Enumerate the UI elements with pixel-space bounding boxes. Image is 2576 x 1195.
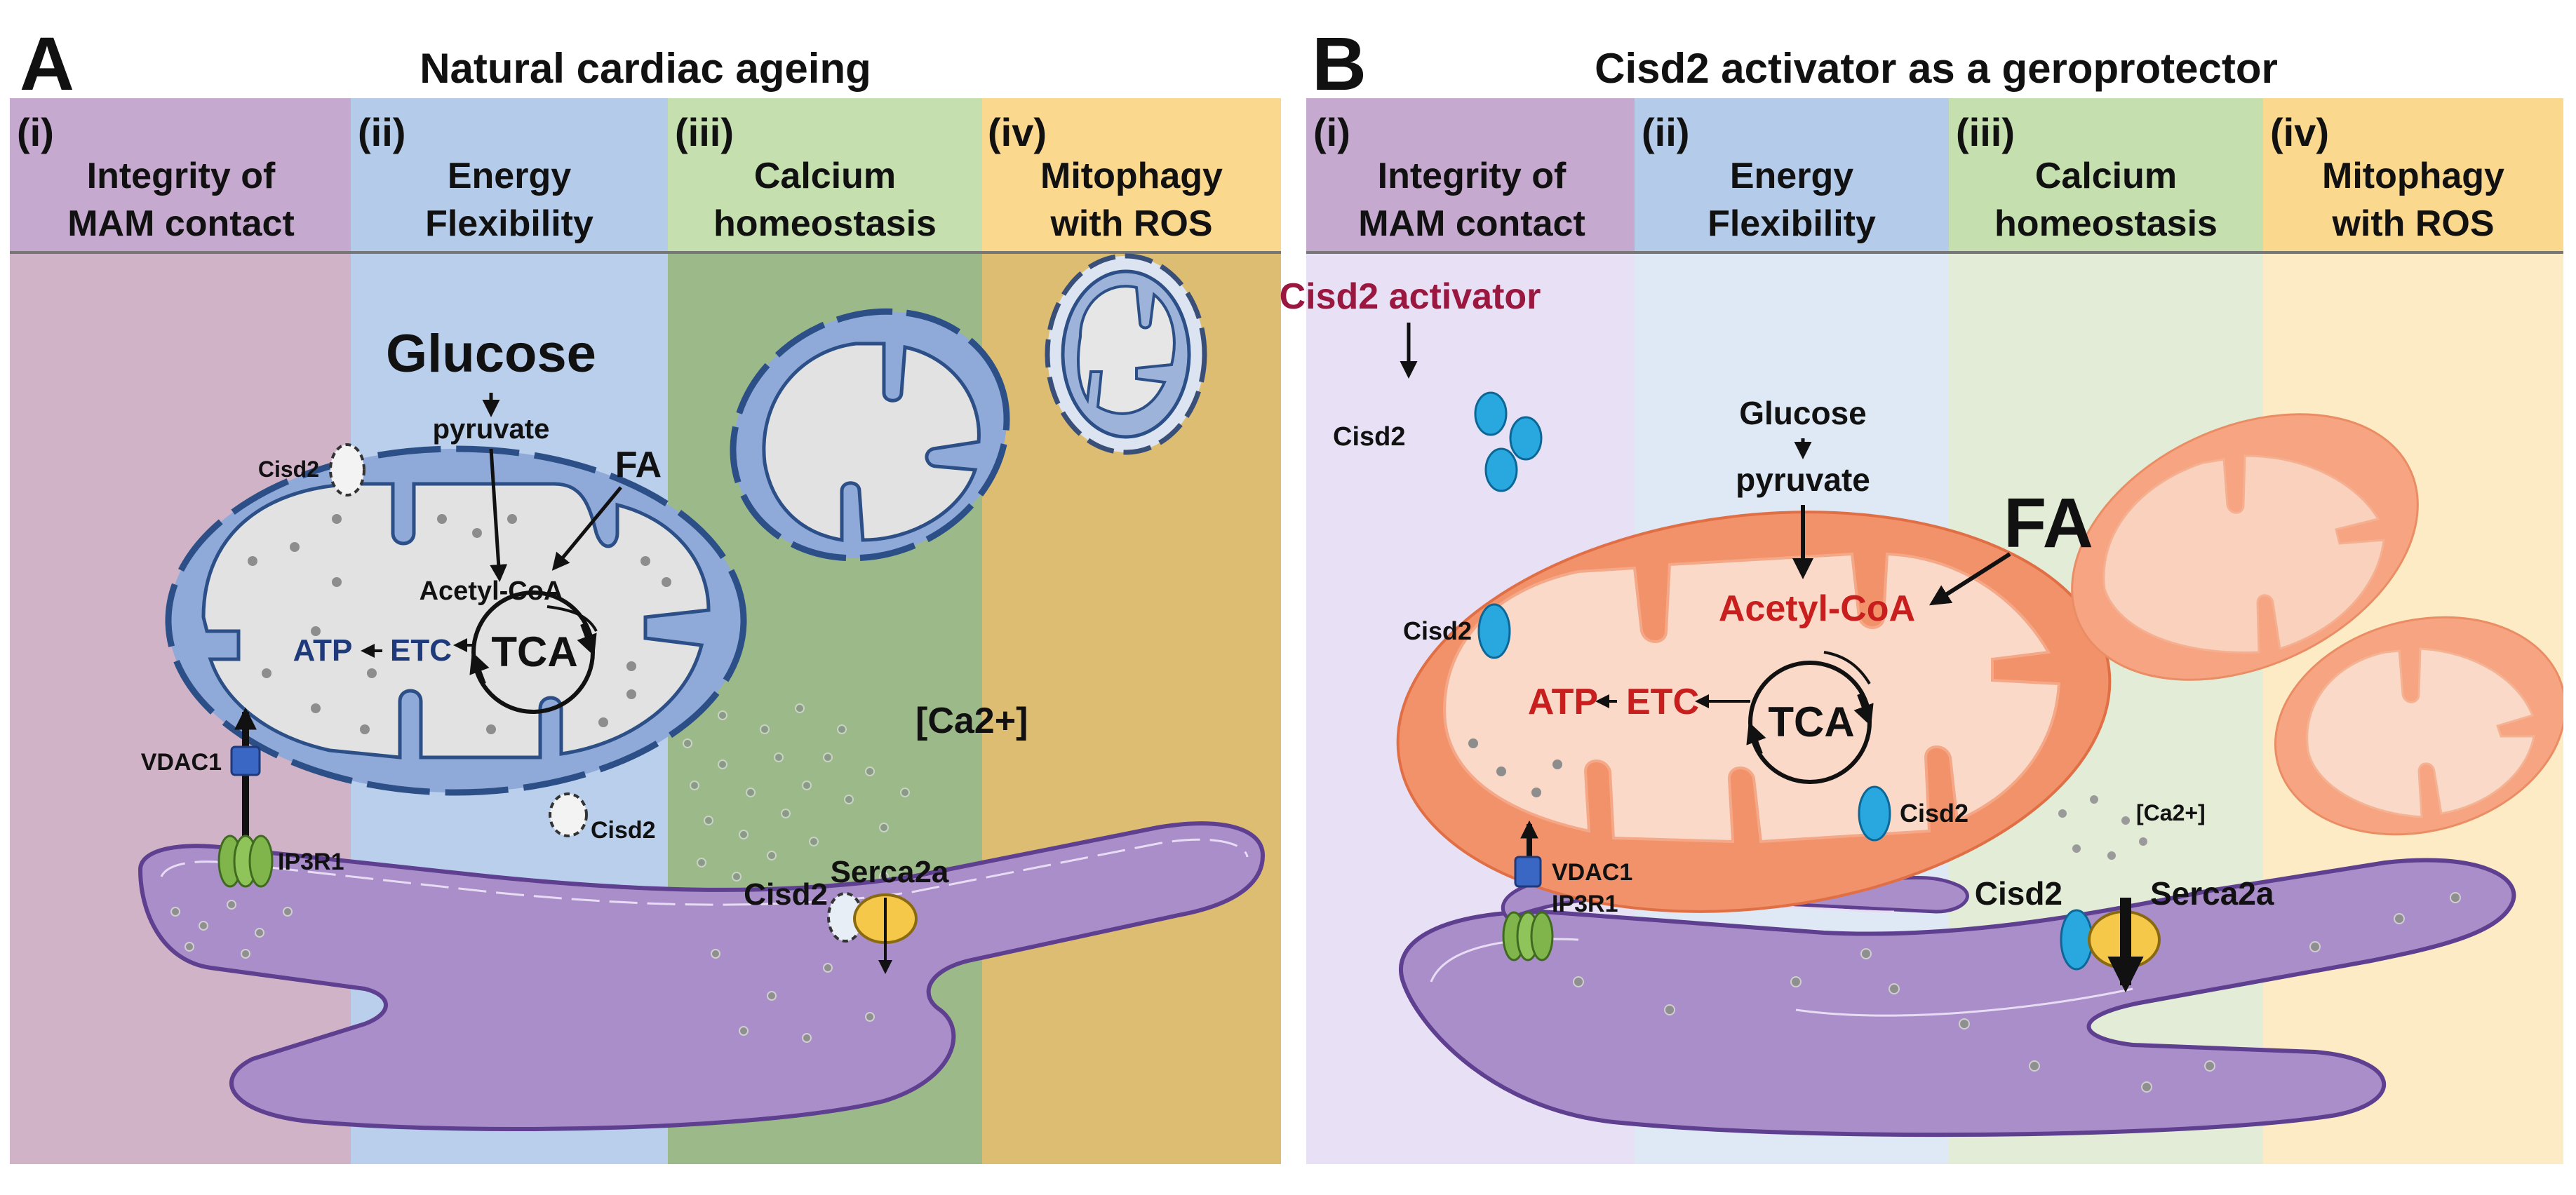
panel-a: A Natural cardiac ageing (i) Integrity o… bbox=[10, 21, 1281, 1164]
cisd2-bottom-label-a: Cisd2 bbox=[591, 817, 656, 844]
cisd2-free-b bbox=[1474, 391, 1543, 492]
col-a2-header bbox=[351, 98, 668, 252]
col-b2-numeral: (ii) bbox=[1642, 110, 1689, 154]
tca-cycle-a bbox=[469, 590, 597, 714]
calcium-label-a: [Ca2+] bbox=[915, 701, 1028, 741]
glucose-label-b: Glucose bbox=[1739, 395, 1867, 431]
glucose-label-a: Glucose bbox=[386, 324, 596, 384]
arrow-acetyl-tca-b bbox=[1823, 651, 1871, 685]
cisd2-right-label-b: Cisd2 bbox=[1900, 799, 1968, 828]
col-b4-line1: Mitophagy bbox=[2322, 156, 2504, 196]
panel-b-title: Cisd2 activator as a geroprotector bbox=[1595, 45, 2278, 92]
vdac1-label-b: VDAC1 bbox=[1552, 859, 1632, 886]
col-b3-line1: Calcium bbox=[2035, 156, 2177, 196]
cisd2-er-label-b: Cisd2 bbox=[1975, 875, 2062, 912]
ip3r1-channel-b bbox=[1502, 911, 1554, 961]
col-a2-line2: Flexibility bbox=[425, 203, 593, 244]
mito-a-matrix bbox=[201, 482, 711, 759]
ip3r1-channel-a bbox=[217, 835, 274, 888]
etc-label-a: ETC bbox=[390, 633, 452, 668]
col-b4-header bbox=[2263, 98, 2563, 252]
col-b1-header bbox=[1306, 98, 1635, 252]
cisd2-top-label-a: Cisd2 bbox=[258, 457, 319, 482]
col-a3-line2: homeostasis bbox=[713, 203, 937, 244]
col-a4-line2: with ROS bbox=[1049, 203, 1212, 244]
arrow-pyruvate-acetyl-a bbox=[489, 448, 508, 582]
panel-a-letter: A bbox=[20, 21, 74, 106]
col-a4-line1: Mitophagy bbox=[1040, 156, 1223, 196]
mitochondrion-b2 bbox=[2071, 413, 2419, 681]
cisd2-er-label-a: Cisd2 bbox=[744, 877, 828, 912]
etc-label-b: ETC bbox=[1626, 682, 1699, 722]
col-a1-numeral: (i) bbox=[17, 110, 54, 154]
col-b3-header bbox=[1949, 98, 2263, 252]
tca-label-a: TCA bbox=[491, 628, 577, 675]
col-b4-numeral: (iv) bbox=[2270, 110, 2329, 154]
serca2a-label-a: Serca2a bbox=[831, 855, 949, 889]
col-b2-line2: Flexibility bbox=[1708, 203, 1876, 244]
serca2a-label-b: Serca2a bbox=[2150, 875, 2274, 912]
cisd2-left-label-b: Cisd2 bbox=[1403, 616, 1472, 645]
col-a3-numeral: (iii) bbox=[675, 110, 734, 154]
col-b4-line2: with ROS bbox=[2331, 203, 2494, 244]
col-b3-numeral: (iii) bbox=[1956, 110, 2015, 154]
mitochondrion-a bbox=[165, 445, 747, 796]
col-a2-numeral: (ii) bbox=[358, 110, 405, 154]
mito-b-inner bbox=[1443, 552, 2061, 844]
col-a1-line2: MAM contact bbox=[67, 203, 295, 244]
col-a3-header bbox=[668, 98, 982, 252]
ip3r1-label-a: IP3R1 bbox=[278, 849, 344, 875]
cisd2-free-label-b: Cisd2 bbox=[1333, 422, 1405, 452]
cisd2-left-b bbox=[1477, 603, 1511, 659]
col-a4-numeral: (iv) bbox=[988, 110, 1047, 154]
vdac1-channel-b bbox=[1514, 856, 1542, 888]
panel-b: B Cisd2 activator as a geroprotector (i)… bbox=[1280, 21, 2563, 1164]
col-a1-line1: Integrity of bbox=[87, 156, 276, 196]
col-b3-line2: homeostasis bbox=[1994, 203, 2218, 244]
fa-label-a: FA bbox=[615, 445, 662, 485]
panel-a-title: Natural cardiac ageing bbox=[420, 45, 871, 92]
acetyl-coa-label-b: Acetyl-CoA bbox=[1719, 588, 1915, 629]
arrow-fa-acetyl-b bbox=[1928, 552, 2011, 606]
col-b1-line2: MAM contact bbox=[1358, 203, 1585, 244]
mitochondrion-a3 bbox=[1045, 253, 1207, 455]
col-a1-header bbox=[10, 98, 351, 252]
cisd2-bottom-a bbox=[549, 792, 588, 837]
col-a2-line1: Energy bbox=[448, 156, 571, 196]
arrow-acetyl-tca-a bbox=[546, 605, 598, 632]
atp-label-b: ATP bbox=[1528, 682, 1598, 722]
mitochondrion-a2 bbox=[730, 308, 1010, 562]
calcium-label-b: [Ca2+] bbox=[2136, 800, 2206, 825]
tca-cycle-b bbox=[1746, 661, 1874, 784]
er-a bbox=[137, 821, 1266, 1131]
panel-b-letter: B bbox=[1312, 21, 1367, 106]
atp-label-a: ATP bbox=[293, 633, 353, 668]
vdac1-channel-a bbox=[230, 745, 261, 776]
pyruvate-label-a: pyruvate bbox=[433, 414, 550, 445]
ip3r1-label-b: IP3R1 bbox=[1552, 891, 1618, 917]
acetyl-coa-label-a: Acetyl-CoA bbox=[420, 576, 563, 606]
pyruvate-label-b: pyruvate bbox=[1736, 461, 1870, 498]
cisd2-right-b bbox=[1858, 785, 1891, 842]
fa-label-b: FA bbox=[2004, 484, 2093, 562]
col-a4-header bbox=[982, 98, 1281, 252]
col-b1-line1: Integrity of bbox=[1378, 156, 1567, 196]
vdac1-label-a: VDAC1 bbox=[141, 749, 222, 776]
col-b1-numeral: (i) bbox=[1313, 110, 1350, 154]
mitochondrion-b3 bbox=[2274, 616, 2563, 836]
col-a3-line1: Calcium bbox=[754, 156, 896, 196]
arrow-fa-acetyl-a bbox=[551, 486, 622, 571]
col-b2-line1: Energy bbox=[1730, 156, 1853, 196]
activator-label-b: Cisd2 activator bbox=[1280, 276, 1541, 317]
calcium-dots-b bbox=[2058, 795, 2147, 860]
mitochondrion-b bbox=[1396, 511, 2112, 913]
col-b2-header bbox=[1635, 98, 1949, 252]
cisd2-top-a bbox=[329, 443, 365, 497]
tca-label-b: TCA bbox=[1768, 698, 1854, 745]
cisd2-er-b bbox=[2060, 909, 2093, 971]
